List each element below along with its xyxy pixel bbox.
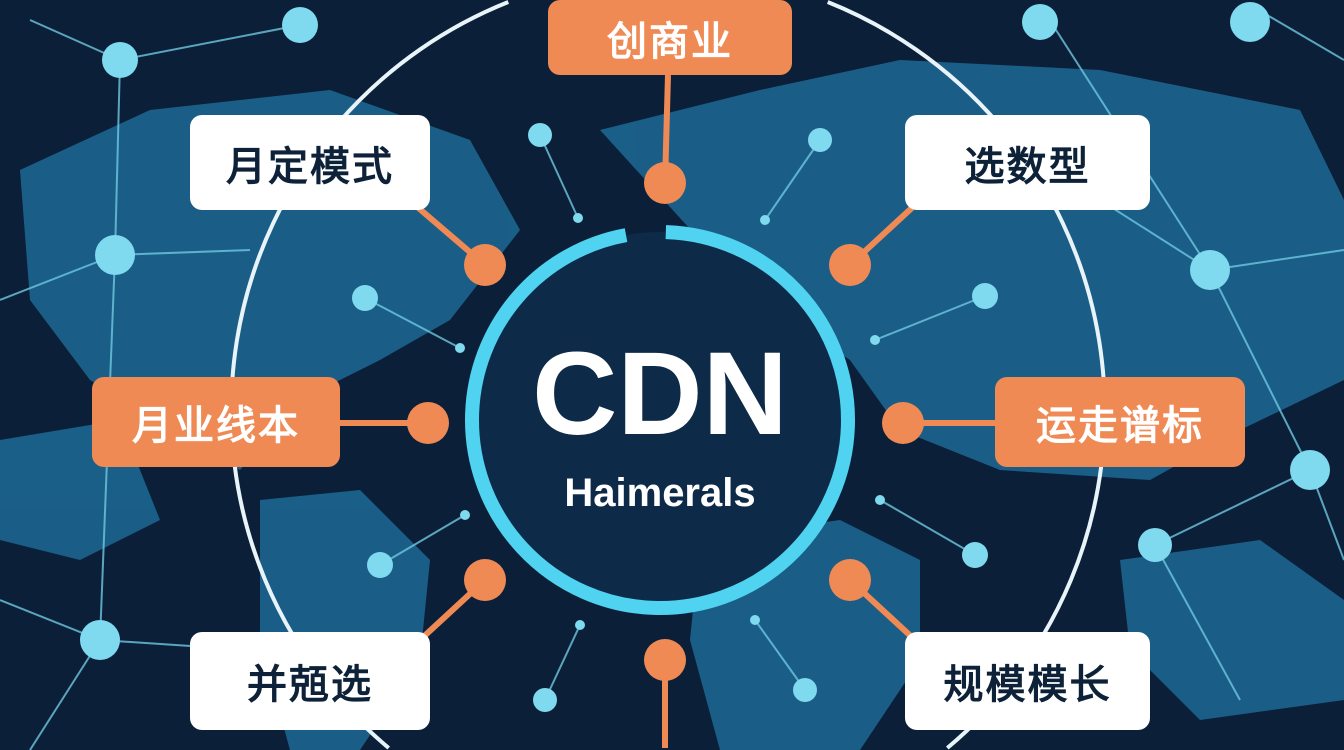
center-disc <box>472 232 848 608</box>
cdn-title: CDN <box>532 327 788 460</box>
label-top-left: 月定模式 <box>190 115 430 210</box>
label-top: 创商业 <box>548 0 792 75</box>
label-top-right: 选数型 <box>905 115 1150 210</box>
cdn-subtitle: Haimerals <box>564 470 756 515</box>
label-left: 月业线本 <box>92 377 340 467</box>
connector-dots <box>407 162 924 681</box>
center-ring <box>465 224 855 615</box>
network-nodes <box>80 2 1330 712</box>
label-bottom-left: 并兡选 <box>190 632 430 730</box>
label-bottom-right: 规模模长 <box>905 632 1150 730</box>
label-right: 运走谱标 <box>995 377 1245 467</box>
cdn-hub: CDN Haimerals <box>470 230 850 610</box>
